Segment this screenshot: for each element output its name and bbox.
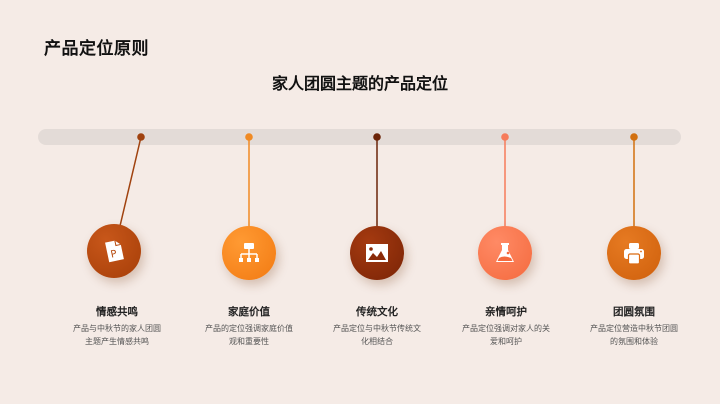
icon-circle bbox=[607, 226, 661, 280]
item-description: 产品的定位强调家庭价值观和重要性 bbox=[205, 324, 293, 346]
svg-text:P: P bbox=[110, 249, 118, 261]
item-label: 传统文化 bbox=[356, 306, 398, 318]
page-title: 产品定位原则 bbox=[44, 39, 149, 59]
flask-icon bbox=[496, 243, 514, 262]
powerpoint-file-icon: P bbox=[105, 240, 124, 263]
printer-icon bbox=[624, 243, 644, 265]
item-label: 家庭价值 bbox=[228, 306, 270, 318]
hierarchy-icon bbox=[239, 243, 259, 262]
item-label: 亲情呵护 bbox=[485, 306, 527, 318]
item-description: 产品与中秋节的家人团圆主题产生情感共鸣 bbox=[73, 324, 161, 346]
item-description: 产品定位营造中秋节团圆的氛围和体验 bbox=[590, 324, 678, 346]
image-icon bbox=[366, 244, 388, 262]
icon-circle bbox=[478, 226, 532, 280]
icon-circle: P bbox=[87, 224, 141, 278]
diagram-subtitle: 家人团圆主题的产品定位 bbox=[271, 74, 448, 93]
timeline-track bbox=[38, 129, 681, 145]
item-label: 团圆氛围 bbox=[613, 306, 655, 318]
item-label: 情感共鸣 bbox=[96, 306, 138, 318]
item-description: 产品定位与中秋节传统文化相结合 bbox=[333, 324, 421, 346]
item-description: 产品定位强调对家人的关爱和呵护 bbox=[462, 324, 550, 346]
icon-circle bbox=[350, 226, 404, 280]
icon-circle bbox=[222, 226, 276, 280]
